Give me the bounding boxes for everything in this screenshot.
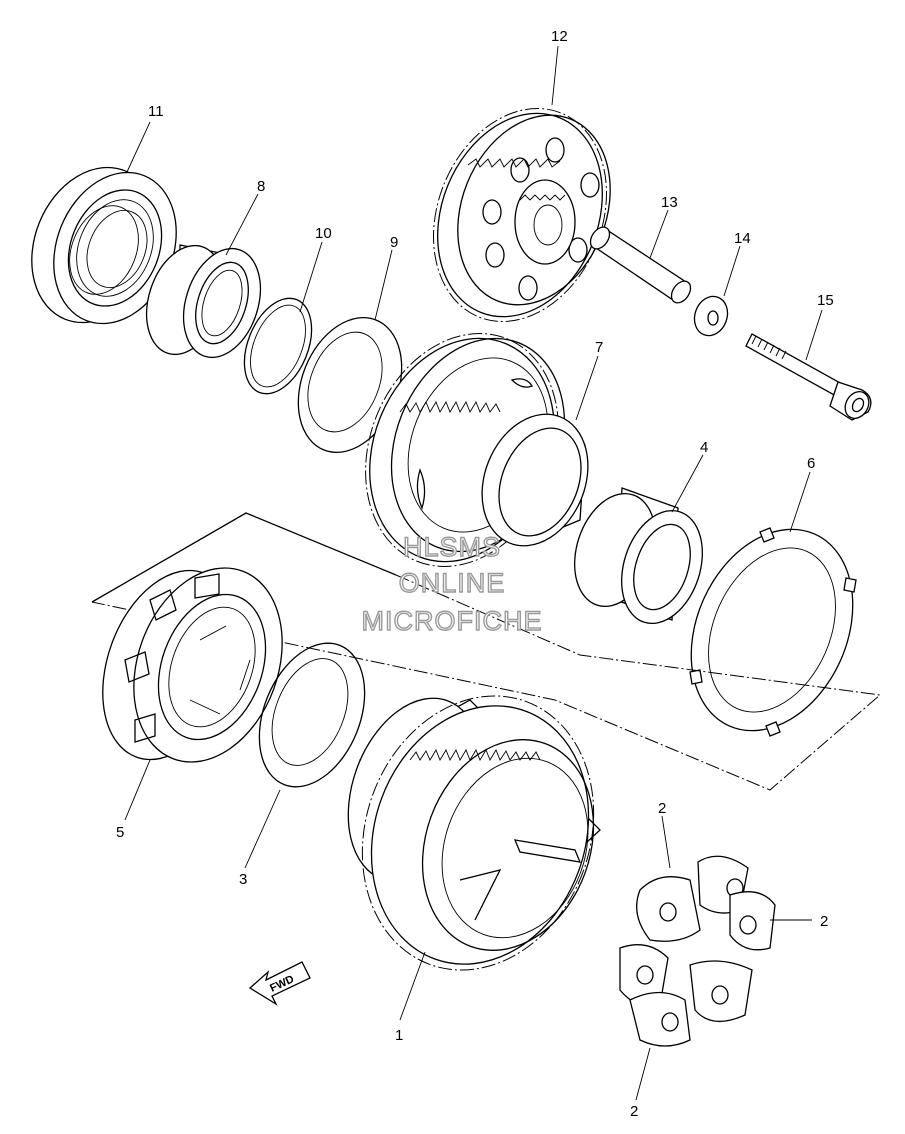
callout-14: 14 [734,230,751,247]
callout-2-bottom: 2 [630,1103,638,1120]
callout-10: 10 [315,225,332,242]
callout-13: 13 [661,194,678,211]
part-3-washer[interactable] [239,627,384,802]
part-5-clutch[interactable] [78,547,308,783]
sub-assembly-outline [91,512,882,791]
callout-7: 7 [595,339,603,356]
part-10-ring[interactable] [231,288,324,403]
watermark-line-2: ONLINE [399,568,506,598]
callout-5: 5 [116,824,124,841]
callout-2-right: 2 [820,913,828,930]
callout-8: 8 [257,178,265,195]
part-2-dampers[interactable] [619,855,776,1047]
callout-4: 4 [700,439,708,456]
part-15-bolt[interactable] [745,333,874,423]
watermark-line-1: HLSMS [403,532,501,562]
callout-3: 3 [239,871,247,888]
part-6-plate[interactable] [661,504,883,757]
part-1-housing[interactable] [324,663,631,1003]
callout-11: 11 [148,103,164,120]
callout-2-top: 2 [658,800,666,817]
callout-labels: 11 8 10 9 12 13 14 15 7 4 6 5 3 1 2 2 2 [116,28,834,1120]
callout-12: 12 [551,28,568,45]
callout-1: 1 [395,1027,403,1044]
callout-6: 6 [807,455,815,472]
callout-15: 15 [817,292,834,309]
part-8-sleeve[interactable] [133,236,273,368]
part-14-washer[interactable] [689,292,733,341]
fwd-arrow-icon: FWD [248,961,311,1006]
part-12-gear[interactable] [403,82,638,347]
part-7-gear-hub[interactable] [332,304,607,595]
watermark: HLSMS ONLINE MICROFICHE [361,531,543,636]
part-4-sleeve[interactable] [561,483,716,634]
leader-lines [124,45,823,1101]
watermark-line-3: MICROFICHE [362,606,543,636]
callout-9: 9 [390,234,398,251]
part-13-pin[interactable] [587,224,695,307]
